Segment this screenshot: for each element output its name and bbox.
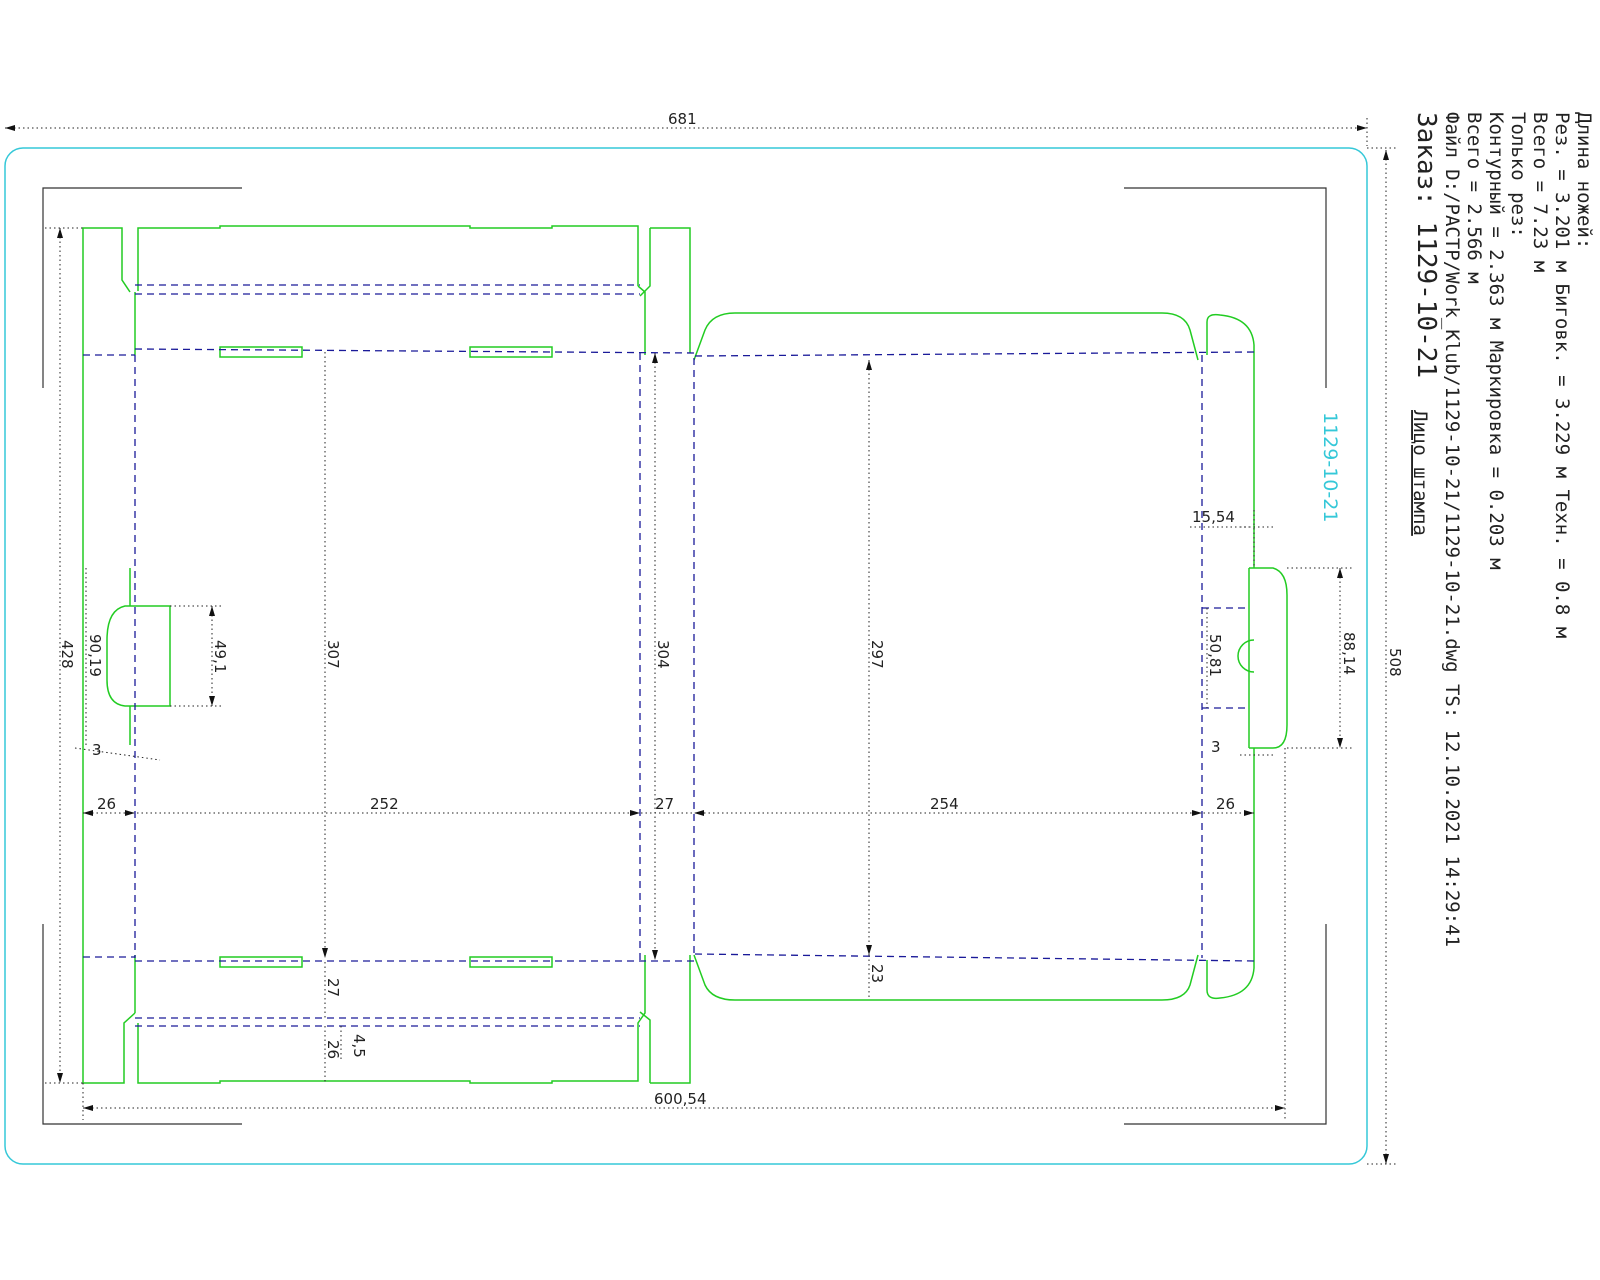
dim-segment-glue: 26 [97, 795, 116, 813]
info-line7: Файл D:/РАСТР/Work_Klub/1129-10-21/1129-… [1441, 112, 1463, 947]
dim-segment-panel1: 252 [370, 795, 399, 813]
dim-gap-left: 3 [92, 741, 102, 759]
dim-lower-flap: 27 [324, 978, 342, 997]
dimension-labels: 681 600,54 26 252 27 254 26 3 3 15,54 50… [58, 110, 1404, 1108]
dim-right-flap-depth: 23 [868, 964, 886, 983]
stamp-label: 1129-10-21 [1319, 412, 1341, 522]
dim-right-tab-inner: 50,81 [1206, 634, 1224, 677]
dim-gap-right: 3 [1211, 738, 1221, 756]
dim-overall-height: 508 [1386, 648, 1404, 677]
crease-lines [83, 284, 1255, 1027]
dim-segment-panel2: 27 [655, 795, 674, 813]
dim-bottom-flap: 26 [324, 1040, 342, 1059]
info-line5: Контурный = 2.363 м Маркировка = 0.203 м [1485, 112, 1507, 570]
dim-small-offset: 4,5 [350, 1034, 368, 1058]
dimension-arrows [5, 125, 1389, 1164]
info-line4: Только рез: [1507, 112, 1529, 238]
dim-tab-left-outer: 90,19 [86, 634, 104, 677]
dim-segment-panel3: 254 [930, 795, 959, 813]
dim-panel3-height: 304 [654, 640, 672, 669]
info-line1: Длина ножей: [1573, 112, 1595, 249]
dim-right-tab-width: 15,54 [1192, 508, 1235, 526]
order-number: Заказ: 1129-10-21 [1411, 112, 1441, 378]
face-label: Лицо штампа [1409, 410, 1431, 536]
dim-inner-width: 600,54 [654, 1090, 707, 1108]
dim-left-height: 428 [58, 640, 76, 669]
dim-right-tab-height: 88,14 [1340, 632, 1358, 675]
board-outline [4, 147, 1368, 1165]
stamp-marking: 1129-10-21 [1319, 412, 1341, 522]
info-line6: Всего = 2.566 м [1463, 112, 1485, 284]
cut-lines [82, 225, 1288, 1084]
dim-panel1-height: 307 [324, 640, 342, 669]
dim-segment-end: 26 [1216, 795, 1235, 813]
dim-overall-width: 681 [668, 110, 697, 128]
info-block: Длина ножей: Рез. = 3.201 м Биговк. = 3.… [1409, 112, 1595, 947]
dim-panel4-height: 297 [868, 640, 886, 669]
info-line3: Всего = 7.23 м [1529, 112, 1551, 272]
corner-marks [42, 187, 1327, 1125]
dimension-lines [5, 118, 1397, 1165]
dim-tab-left-inner: 49,1 [211, 640, 229, 673]
info-line2: Рез. = 3.201 м Биговк. = 3.229 м Техн. =… [1551, 112, 1573, 638]
